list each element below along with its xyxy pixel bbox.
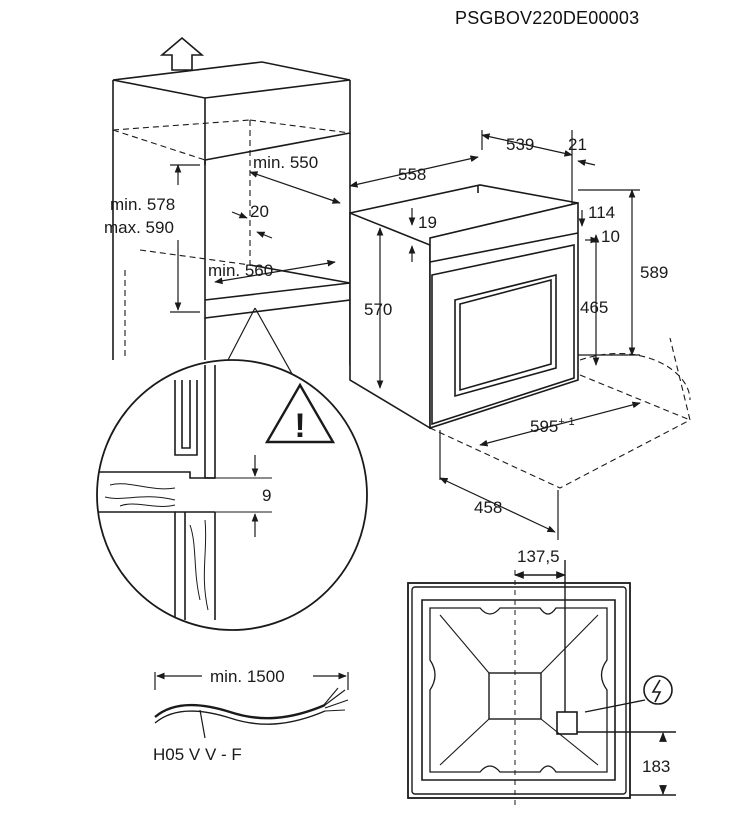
- cabinet-min-width: min. 560: [208, 261, 273, 280]
- electrical-connection-icon: [643, 675, 673, 705]
- rear-offset-y: 183: [642, 757, 670, 776]
- cabinet-max-height: max. 590: [104, 218, 174, 237]
- rear-view: [407, 560, 676, 805]
- cabinet-dimensions: [170, 164, 341, 313]
- reference-code: PSGBOV220DE00003: [455, 8, 640, 28]
- oven-open-depth: 458: [474, 498, 502, 517]
- up-arrow-icon: [159, 36, 205, 71]
- oven-panel-gap: 10: [601, 227, 620, 246]
- cabinet-min-height: min. 578: [110, 195, 175, 214]
- oven-door-height: 465: [580, 298, 608, 317]
- oven-total-height: 589: [640, 263, 668, 282]
- oven-top-offset: 19: [418, 213, 437, 232]
- cable: [154, 672, 349, 739]
- oven: [349, 184, 691, 489]
- oven-door-width: 595+-1: [530, 416, 575, 436]
- rear-offset-x: 137,5: [517, 547, 560, 566]
- warning-symbol: !: [294, 407, 305, 445]
- cabinet-top-gap: 20: [250, 202, 269, 221]
- detail-gap: 9: [262, 486, 271, 505]
- cabinet-min-depth: min. 550: [253, 153, 318, 172]
- oven-height: 570: [364, 300, 392, 319]
- cable-type: H05 V V - F: [153, 745, 242, 764]
- oven-overall-width: 558: [398, 165, 426, 184]
- oven-panel-top: 114: [588, 203, 615, 222]
- cable-min-length: min. 1500: [210, 667, 285, 686]
- oven-dimensions: [349, 130, 641, 540]
- oven-front-depth: 21: [568, 135, 587, 154]
- oven-body-depth: 539: [506, 135, 534, 154]
- warning-icon: [264, 382, 336, 444]
- detail-circle: ! 9: [96, 359, 368, 631]
